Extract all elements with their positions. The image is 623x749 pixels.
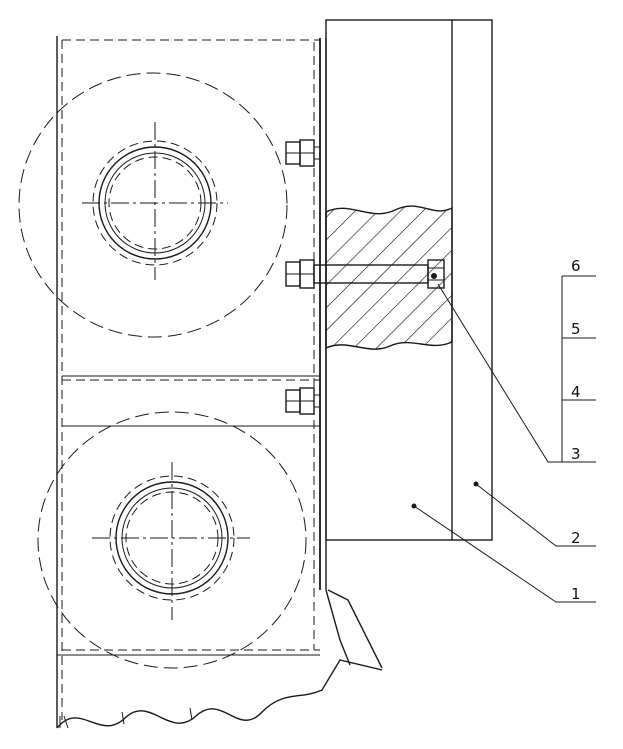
- callout-3: 3: [571, 445, 581, 463]
- hatched-section: [325, 205, 453, 350]
- bolt-lower: [285, 387, 320, 415]
- lower-wheel: [37, 411, 307, 669]
- callout-6: 6: [571, 257, 581, 275]
- callout-4: 4: [571, 383, 581, 401]
- leader-lines: [411, 275, 596, 603]
- callout-1: 1: [571, 585, 581, 603]
- callout-2: 2: [571, 529, 581, 547]
- frame-structure: [56, 36, 383, 729]
- through-bolt: [285, 259, 445, 289]
- upper-wheel: [18, 72, 288, 338]
- right-block: [325, 19, 493, 541]
- callout-5: 5: [571, 320, 581, 338]
- bolt-top: [285, 139, 320, 167]
